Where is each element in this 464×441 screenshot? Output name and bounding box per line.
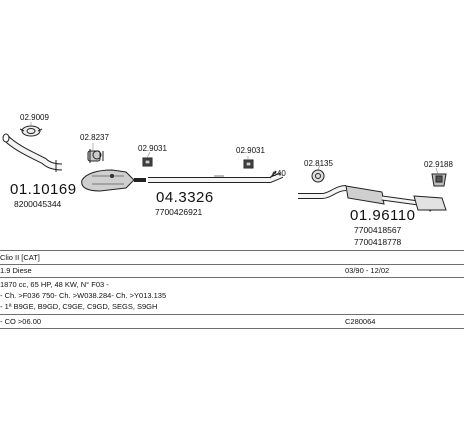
clamp-drawing (87, 149, 104, 163)
rear-silencer-drawing (298, 185, 447, 212)
chassis-range: - Ch. >F036 750- Ch. >W038.284- Ch. >Y01… (0, 291, 167, 300)
leader-lines (30, 122, 439, 175)
engine-type: 1.9 Diese (0, 266, 32, 275)
engine-spec: 1870 cc, 65 HP, 48 KW, N° F03 - (0, 280, 109, 289)
row-engine: 1.9 Diese 03/90 - 12/02 (0, 264, 464, 278)
row-emission: - CO >06.00 C280064 (0, 315, 464, 329)
production-period: 03/90 - 12/02 (345, 266, 390, 275)
front-pipe-drawing (2, 133, 63, 172)
co-value: - CO >06.00 (0, 317, 42, 326)
exhaust-system-diagram (2, 122, 447, 212)
bracket-bolt-drawing (142, 157, 153, 167)
diameter-label: ø40 (272, 169, 286, 178)
middle-pipe-drawing (148, 172, 284, 183)
part-ref-gasket: 02.9009 (20, 113, 49, 122)
part-ref-bracket: 02.9188 (424, 160, 453, 169)
engine-types: - 1ª B9GE, B9GD, C9GE, C9GD, SEGS, S9GH (0, 302, 158, 311)
part-code-middle-pipe: 04.3326 (156, 189, 214, 206)
part-ref-hanger: 02.8135 (304, 159, 333, 168)
oem-number-rear-silencer-2: 7700418778 (354, 237, 402, 247)
catalog-number: C280064 (345, 317, 376, 326)
catalyst-section-drawing (81, 169, 146, 192)
row-specs: 1870 cc, 65 HP, 48 KW, N° F03 - - Ch. >F… (0, 278, 464, 315)
model-name: Clio II [CAT] (0, 253, 40, 262)
rubber-hanger-drawing (311, 169, 325, 183)
oem-number-rear-silencer-1: 7700418567 (354, 225, 402, 235)
diameter-marker (269, 170, 277, 179)
part-code-front-pipe: 01.10169 (10, 181, 77, 198)
mounting-bracket-drawing (431, 173, 447, 187)
gasket-ring-drawing (19, 125, 43, 137)
row-model: Clio II [CAT] (0, 250, 464, 265)
part-ref-clamp: 02.8237 (80, 133, 109, 142)
part-code-rear-silencer: 01.96110 (350, 207, 416, 224)
oem-number-middle-pipe: 7700426921 (155, 207, 203, 217)
oem-number-front-pipe: 8200045344 (14, 199, 62, 209)
part-ref-bolt: 02.9031 (138, 144, 167, 153)
bracket-bolt-drawing-2 (243, 159, 254, 169)
part-ref-bolt-2: 02.9031 (236, 146, 265, 155)
